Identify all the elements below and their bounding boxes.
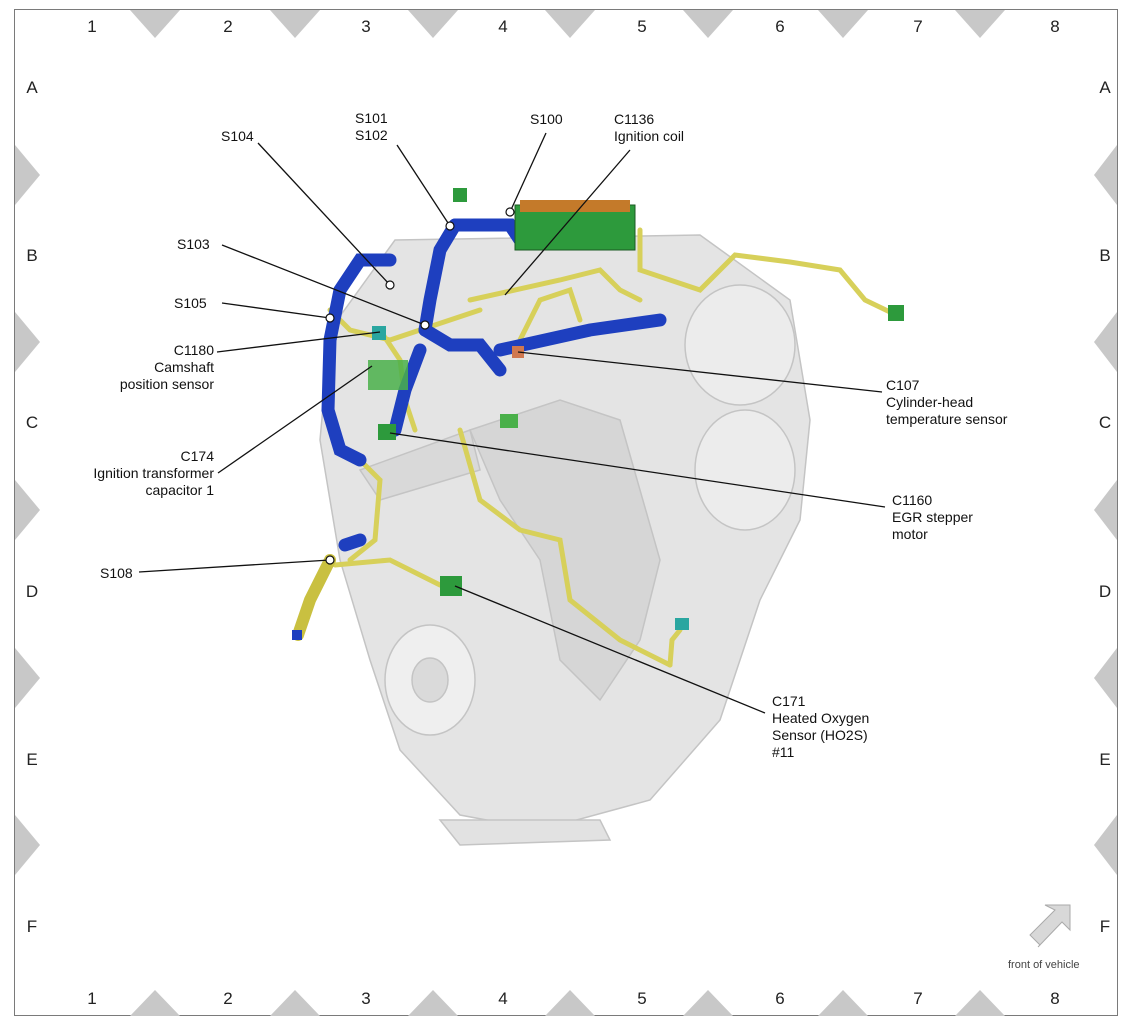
front-of-vehicle-caption: front of vehicle — [1008, 959, 1080, 971]
label-c1136-desc: Ignition coil — [614, 128, 685, 144]
grid-col-5-top: 5 — [637, 17, 647, 36]
grid-col-4-bottom: 4 — [498, 989, 508, 1008]
label-c1160: C1160 EGR stepper motor — [892, 492, 973, 543]
grid-col-5-bottom: 5 — [637, 989, 647, 1008]
grid-row-e-right: E — [1099, 750, 1111, 769]
label-s103: S103 — [177, 236, 210, 253]
grid-row-f-right: F — [1099, 917, 1111, 936]
grid-col-7-bottom: 7 — [913, 989, 923, 1008]
label-c1180: C1180 Camshaft position sensor — [90, 342, 214, 393]
label-c174-desc2: capacitor 1 — [145, 482, 214, 498]
label-s104-id: S104 — [221, 128, 254, 144]
grid-col-2-top: 2 — [223, 17, 233, 36]
connectors — [292, 188, 904, 640]
front-of-vehicle-arrow — [1029, 904, 1071, 948]
label-c171-desc2: Sensor (HO2S) — [772, 727, 868, 743]
label-s108: S108 — [100, 565, 133, 582]
grid-col-6-bottom: 6 — [775, 989, 785, 1008]
label-c174-id: C174 — [180, 448, 214, 464]
label-s104: S104 — [221, 128, 254, 145]
label-c174: C174 Ignition transformer capacitor 1 — [60, 448, 214, 499]
grid-row-e-left: E — [26, 750, 38, 769]
grid-row-f-left: F — [26, 917, 38, 936]
label-s108-id: S108 — [100, 565, 133, 581]
grid-col-6-top: 6 — [775, 17, 785, 36]
border-markers — [15, 10, 1117, 1016]
grid-row-d-right: D — [1098, 582, 1112, 601]
label-s105: S105 — [174, 295, 207, 312]
grid-col-1-bottom: 1 — [87, 989, 97, 1008]
grid-row-b-left: B — [26, 246, 38, 265]
label-c171-desc3: #11 — [772, 744, 795, 760]
label-s100: S100 — [530, 111, 563, 128]
grid-row-b-right: B — [1099, 246, 1111, 265]
grid-row-d-left: D — [25, 582, 39, 601]
label-c1180-desc1: Camshaft — [154, 359, 214, 375]
grid-col-3-top: 3 — [361, 17, 371, 36]
grid-col-8-top: 8 — [1050, 17, 1060, 36]
label-s101-s102: S101 S102 — [355, 110, 388, 144]
grid-col-7-top: 7 — [913, 17, 923, 36]
label-c1180-desc2: position sensor — [119, 376, 214, 392]
grid-row-c-left: C — [25, 413, 39, 432]
label-c107-desc1: Cylinder-head — [886, 394, 974, 410]
splice-markers — [325, 207, 515, 565]
label-c107: C107 Cylinder-head temperature sensor — [886, 377, 1007, 428]
label-c1180-id: C1180 — [173, 342, 214, 358]
label-c107-id: C107 — [886, 377, 920, 393]
leader-lines — [138, 132, 886, 714]
label-c174-desc1: Ignition transformer — [93, 465, 214, 481]
grid-row-c-right: C — [1098, 413, 1112, 432]
label-c1160-desc1: EGR stepper — [892, 509, 973, 525]
grid-col-4-top: 4 — [498, 17, 508, 36]
grid-col-8-bottom: 8 — [1050, 989, 1060, 1008]
grid-col-1-top: 1 — [87, 17, 97, 36]
label-c1136-id: C1136 — [614, 111, 655, 127]
grid-row-a-right: A — [1099, 78, 1111, 97]
label-s102-id: S102 — [355, 127, 388, 143]
grid-col-3-bottom: 3 — [361, 989, 371, 1008]
label-c171: C171 Heated Oxygen Sensor (HO2S) #11 — [772, 693, 869, 761]
lower-harness-branch — [292, 554, 336, 641]
label-s100-id: S100 — [530, 111, 563, 127]
grid-col-2-bottom: 2 — [223, 989, 233, 1008]
label-c107-desc2: temperature sensor — [886, 411, 1008, 427]
label-c1136: C1136 Ignition coil — [614, 111, 684, 145]
label-s105-id: S105 — [174, 295, 207, 311]
engine-block — [319, 234, 811, 846]
label-s101-id: S101 — [355, 110, 388, 126]
label-c171-desc1: Heated Oxygen — [772, 710, 870, 726]
label-s103-id: S103 — [177, 236, 210, 252]
grid-row-a-left: A — [26, 78, 38, 97]
label-c1160-desc2: motor — [892, 526, 928, 542]
label-c1160-id: C1160 — [892, 492, 933, 508]
label-c171-id: C171 — [772, 693, 806, 709]
